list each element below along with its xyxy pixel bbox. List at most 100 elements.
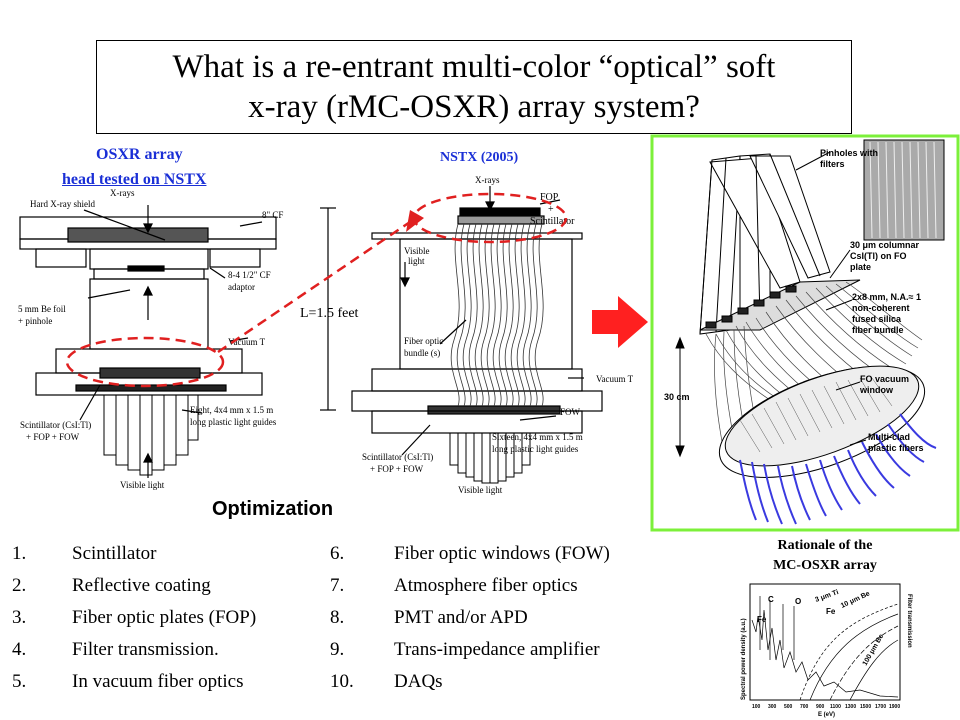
- optimization-title: Optimization: [212, 498, 334, 520]
- left-guides-label-2: long plastic light guides: [190, 417, 277, 427]
- plot-label-be10: 10 μm Be: [840, 590, 871, 610]
- right-pinholes-label-2: filters: [820, 159, 845, 169]
- middle-guides-label-1: Sixteen, 4x4 mm x 1.5 m: [492, 432, 583, 442]
- left-highlight-ellipse: [65, 336, 225, 388]
- rationale-label-1: Rationale of the: [777, 538, 873, 553]
- right-diagram-labels: Pinholes with filters 30 μm columnar CsI…: [664, 148, 924, 453]
- list-number: 4.: [12, 639, 27, 660]
- red-block-arrow: [592, 296, 648, 348]
- middle-visible-label-2: light: [408, 256, 425, 266]
- middle-scint-label-1: Scintillator (CsI:Tl): [362, 452, 433, 462]
- right-cm-label: 30 cm: [664, 392, 690, 402]
- middle-bundle-label-2: bundle (s): [404, 348, 440, 358]
- left-be-foil-label-1: 5 mm Be foil: [18, 304, 66, 314]
- plot-right-label: Filter transmission: [906, 594, 912, 648]
- right-fused-label-2: non-coherent: [852, 303, 910, 313]
- middle-diagram-labels: X-rays FOP + Scintillator Visible light …: [362, 175, 634, 495]
- plot-label-ti: 3 μm Ti: [814, 589, 839, 604]
- plot-tick-100: 100: [752, 704, 761, 710]
- left-guides-label-1: Eight, 4x4 mm x 1.5 m: [190, 405, 273, 415]
- dashed-connector-arrowhead: [406, 210, 424, 232]
- left-cf8-label: 8" CF: [262, 210, 283, 220]
- spectrum-mini-plot: [749, 583, 901, 701]
- left-vacuum-label: Vacuum T: [228, 337, 266, 347]
- left-detector-diagram: [19, 205, 336, 478]
- plot-label-o: O: [795, 597, 801, 606]
- rationale-label-2: MC-OSXR array: [773, 558, 877, 573]
- plot-tick-500: 500: [784, 704, 793, 710]
- right-csi-label-2: CsI(Tl) on FO: [850, 251, 907, 261]
- list-text: Fiber optic plates (FOP): [72, 607, 257, 628]
- title-box: What is a re-entrant multi-color “optica…: [96, 40, 852, 134]
- list-number: 5.: [12, 671, 27, 692]
- list-number: 9.: [330, 639, 345, 660]
- list-text: PMT and/or APD: [394, 607, 528, 628]
- right-window-label-1: FO vacuum: [860, 374, 909, 384]
- middle-xrays-label: X-rays: [475, 175, 500, 185]
- title-line-2: x-ray (rMC-OSXR) array system?: [248, 89, 700, 125]
- osxr-head-label-1: OSXR array: [96, 146, 183, 163]
- list-number: 8.: [330, 607, 345, 628]
- right-fused-label-4: fiber bundle: [852, 325, 904, 335]
- right-window-label-2: window: [859, 385, 894, 395]
- list-text: DAQs: [394, 671, 443, 692]
- plot-ylabel: Spectral power density (a.u.): [741, 618, 747, 700]
- right-pinholes-label-1: Pinholes with: [820, 148, 878, 158]
- list-text: Atmosphere fiber optics: [394, 575, 578, 596]
- osxr-head-label-2: head tested on NSTX: [62, 171, 207, 188]
- length-label: L=1.5 feet: [300, 306, 359, 321]
- plot-label-fe-1: Fe: [757, 615, 767, 624]
- middle-bundle-label-1: Fiber optic: [404, 336, 443, 346]
- left-scint-label-2: + FOP + FOW: [26, 432, 80, 442]
- list-number: 1.: [12, 543, 27, 564]
- middle-detector-diagram: [351, 186, 603, 484]
- right-csi-label-3: plate: [850, 262, 871, 272]
- plot-label-fe-2: Fe: [826, 607, 836, 616]
- list-number: 2.: [12, 575, 27, 596]
- left-diagram-labels: X-rays Hard X-ray shield 8" CF 8-4 1/2" …: [18, 188, 359, 490]
- middle-scint-label-2: + FOP + FOW: [370, 464, 424, 474]
- middle-fop-label-1: FOP: [540, 192, 559, 203]
- list-text: Filter transmission.: [72, 639, 219, 660]
- middle-fop-label-2: +: [548, 204, 554, 215]
- middle-visible-light-label: Visible light: [458, 485, 503, 495]
- plot-label-c: C: [768, 595, 774, 604]
- right-multi-label-1: Multi-clad: [868, 432, 910, 442]
- right-detector-diagram: [675, 139, 945, 525]
- middle-fop-label-3: Scintillator: [530, 216, 575, 227]
- dashed-connector-line: [217, 220, 411, 354]
- middle-guides-label-2: long plastic light guides: [492, 444, 579, 454]
- plot-tick-1900: 1900: [889, 704, 900, 710]
- middle-visible-label-1: Visible: [404, 246, 429, 256]
- plot-tick-900: 900: [816, 704, 825, 710]
- nstx-2005-label: NSTX (2005): [440, 150, 519, 165]
- right-csi-label-1: 30 μm columnar: [850, 240, 920, 250]
- left-scint-label-1: Scintillator (CsI:Tl): [20, 420, 91, 430]
- middle-fow-label: FOW: [560, 407, 581, 417]
- list-number: 6.: [330, 543, 345, 564]
- plot-tick-1300: 1300: [845, 704, 856, 710]
- plot-tick-700: 700: [800, 704, 809, 710]
- title-line-1: What is a re-entrant multi-color “optica…: [172, 49, 776, 85]
- list-text: Fiber optic windows (FOW): [394, 543, 610, 564]
- plot-xlabel: E (eV): [818, 712, 835, 718]
- list-text: Trans-impedance amplifier: [394, 639, 600, 660]
- list-number: 3.: [12, 607, 27, 628]
- left-cf-adaptor-label-2: adaptor: [228, 282, 255, 292]
- right-fused-label-3: fused silica: [852, 314, 902, 324]
- plot-tick-1700: 1700: [875, 704, 886, 710]
- list-text: Reflective coating: [72, 575, 211, 596]
- middle-vacuum-label: Vacuum T: [596, 374, 634, 384]
- list-text: Scintillator: [72, 543, 157, 564]
- list-number: 10.: [330, 671, 354, 692]
- plot-tick-1500: 1500: [860, 704, 871, 710]
- left-cf-adaptor-label-1: 8-4 1/2" CF: [228, 270, 271, 280]
- right-fused-label-1: 2x8 mm, N.A.≈ 1: [852, 292, 921, 302]
- left-xrays-label: X-rays: [110, 188, 135, 198]
- right-multi-label-2: plastic fibers: [868, 443, 924, 453]
- plot-tick-1100: 1100: [830, 704, 841, 710]
- plot-tick-300: 300: [768, 704, 777, 710]
- list-number: 7.: [330, 575, 345, 596]
- list-text: In vacuum fiber optics: [72, 671, 244, 692]
